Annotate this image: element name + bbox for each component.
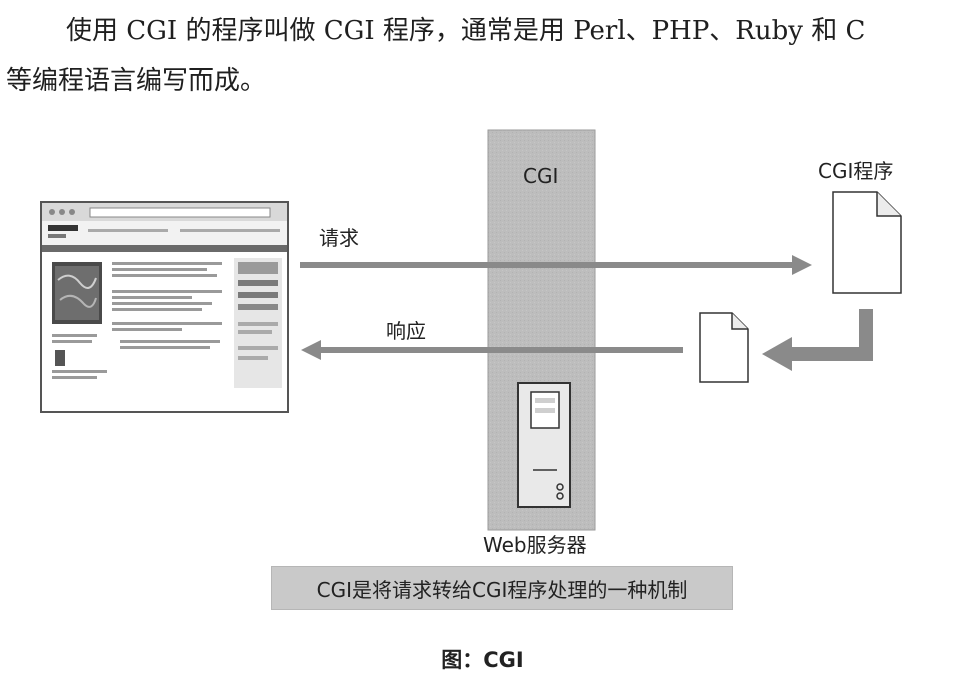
paragraph-line-2: 等编程语言编写而成。	[6, 66, 267, 96]
request-arrowhead	[792, 255, 812, 275]
output-document-icon	[699, 312, 749, 383]
cgi-label: CGI	[523, 164, 559, 188]
response-arrowhead	[301, 340, 321, 360]
browser-window	[40, 201, 289, 413]
server-label: Web服务器	[483, 533, 587, 557]
response-label: 响应	[386, 319, 426, 343]
bent-arrow	[762, 309, 873, 371]
cgi-program-document-icon	[832, 191, 902, 294]
request-label: 请求	[319, 226, 359, 250]
figure-title: 图：CGI	[441, 648, 524, 672]
server-icon	[517, 382, 571, 508]
diagram-caption: CGI是将请求转给CGI程序处理的一种机制	[271, 566, 733, 610]
cgi-program-label: CGI程序	[818, 159, 894, 183]
paragraph-line-1: 使用 CGI 的程序叫做 CGI 程序，通常是用 Perl、PHP、Ruby 和…	[66, 16, 866, 46]
